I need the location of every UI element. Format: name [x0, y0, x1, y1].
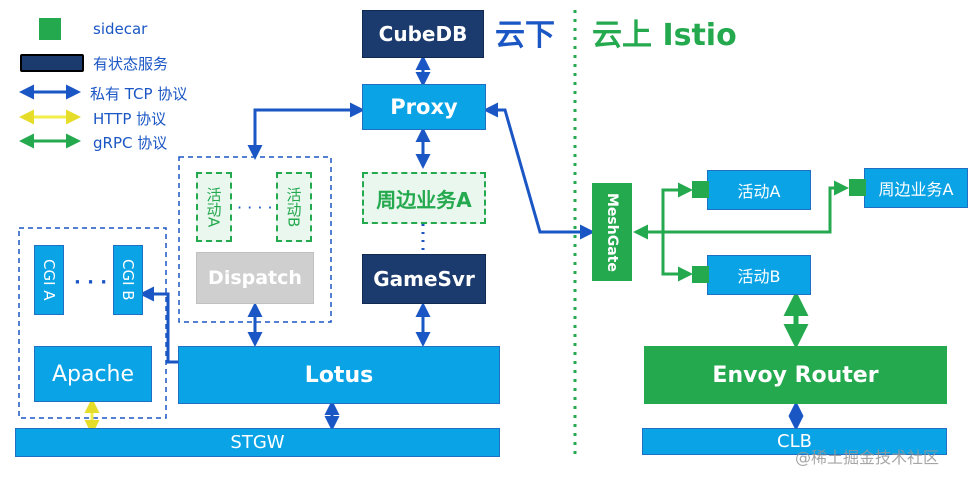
dots-cgi: · · · — [74, 272, 108, 293]
cgi-b-node: CGI B — [113, 245, 143, 315]
proxy-dispatch-link — [247, 102, 365, 160]
meshgate-activityb-link — [661, 232, 693, 282]
stgw-node: STGW — [15, 428, 500, 457]
cubedb-node: CubeDB — [362, 10, 484, 58]
legend-tcp-label: 私有 TCP 协议 — [90, 85, 188, 103]
meshgate-node: MeshGate — [592, 183, 632, 281]
activity-b-dashed-node: 活动B — [276, 172, 312, 242]
proxy-node: Proxy — [362, 84, 486, 130]
watermark: @稀土掘金技术社区 — [795, 448, 940, 467]
dots-mid: · · · · — [237, 198, 273, 217]
legend-sidecar-label: sidecar — [93, 20, 148, 38]
apache-node: Apache — [34, 346, 152, 402]
cgi-a-node: CGI A — [34, 245, 64, 315]
peripheral-a-sidecar — [849, 179, 866, 196]
legend-grpc-label: gRPC 协议 — [93, 134, 168, 152]
cloud-down-title: 云下 — [495, 18, 555, 53]
legend-http-label: HTTP 协议 — [93, 110, 167, 128]
legend-sidecar-swatch — [39, 18, 61, 40]
activity-b-node: 活动B — [707, 255, 811, 295]
lotus-node: Lotus — [178, 346, 500, 404]
cloud-up-title: 云上 Istio — [592, 18, 737, 53]
proxy-meshgate-link — [483, 102, 595, 240]
gamesvr-node: GameSvr — [362, 254, 486, 304]
meshgate-activitya-link — [633, 182, 693, 240]
activity-a-dashed-node: 活动A — [196, 172, 232, 242]
peripheral-a-node: 周边业务A — [864, 168, 968, 208]
legend-stateful-label: 有状态服务 — [93, 55, 169, 73]
envoy-router-node: Envoy Router — [644, 346, 947, 404]
activity-b-sidecar — [692, 266, 709, 283]
activity-a-sidecar — [692, 181, 709, 198]
peripheral-a-dashed-node: 周边业务A — [362, 172, 486, 224]
dispatch-node: Dispatch — [196, 252, 314, 304]
activity-a-node: 活动A — [707, 170, 811, 210]
legend-stateful-swatch — [20, 54, 84, 72]
clb-node: CLB — [642, 428, 947, 455]
